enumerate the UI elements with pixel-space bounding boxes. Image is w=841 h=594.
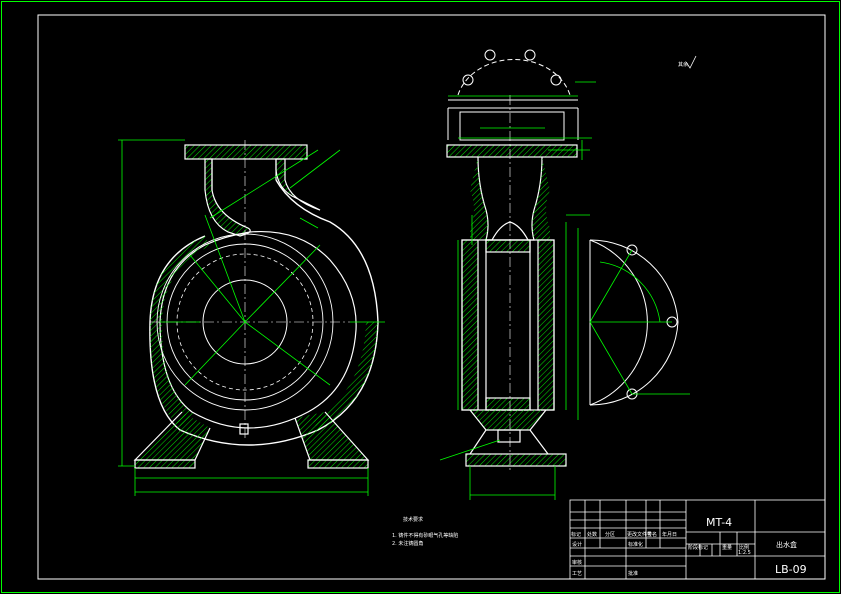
side-outlet-flange	[446, 144, 578, 158]
title-block-text: MT-4 出水盒 LB-09 标记 处数 分区 更改文件号 签名 年月日 设计 …	[571, 516, 807, 577]
front-outlet-flange	[184, 144, 308, 160]
drawing-number: LB-09	[775, 563, 807, 576]
front-view	[133, 140, 379, 469]
model-number: MT-4	[706, 516, 732, 529]
header-label-1: 标记	[571, 531, 581, 538]
surface-note-text: 其余	[678, 61, 688, 68]
inner-drawing-frame	[37, 14, 826, 580]
role-review: 审核	[572, 559, 582, 566]
part-name: 出水盒	[776, 540, 797, 549]
technical-notes: 技术要求 1. 铸件不得有砂眼气孔等缺陷 2. 未注铸圆角	[392, 516, 458, 547]
right-support-foot	[294, 411, 370, 461]
notes-item-1: 1. 铸件不得有砂眼气孔等缺陷	[392, 532, 458, 539]
title-block	[569, 499, 826, 580]
front-view-dimensions	[118, 139, 385, 496]
role-process: 工艺	[572, 571, 582, 577]
notes-title: 技术要求	[403, 516, 423, 523]
header-label-4: 更改文件号	[627, 531, 652, 538]
side-view-dimensions	[439, 81, 596, 500]
role-standardization: 标准化	[628, 541, 643, 548]
scale-label: 比例	[739, 544, 749, 551]
header-label-2: 处数	[587, 531, 597, 538]
notes-item-2: 2. 未注铸圆角	[392, 540, 423, 547]
outlet-flange-circle-view	[589, 239, 679, 406]
scale-value: 1:2.5	[738, 550, 751, 556]
top-flange-view	[447, 49, 579, 141]
flange-circle-dimensions	[589, 249, 690, 395]
header-label-5: 签名	[647, 531, 657, 538]
header-label-6: 年月日	[662, 531, 677, 538]
weight-label: 重量	[722, 544, 732, 551]
surface-roughness-mark: 其余	[678, 55, 697, 69]
role-design: 设计	[572, 541, 582, 548]
side-section-view	[446, 95, 578, 470]
role-approve: 批准	[628, 570, 638, 577]
stage-mark-label: 阶段标记	[688, 544, 708, 551]
side-base-plate	[465, 453, 567, 467]
header-label-3: 分区	[605, 531, 615, 538]
